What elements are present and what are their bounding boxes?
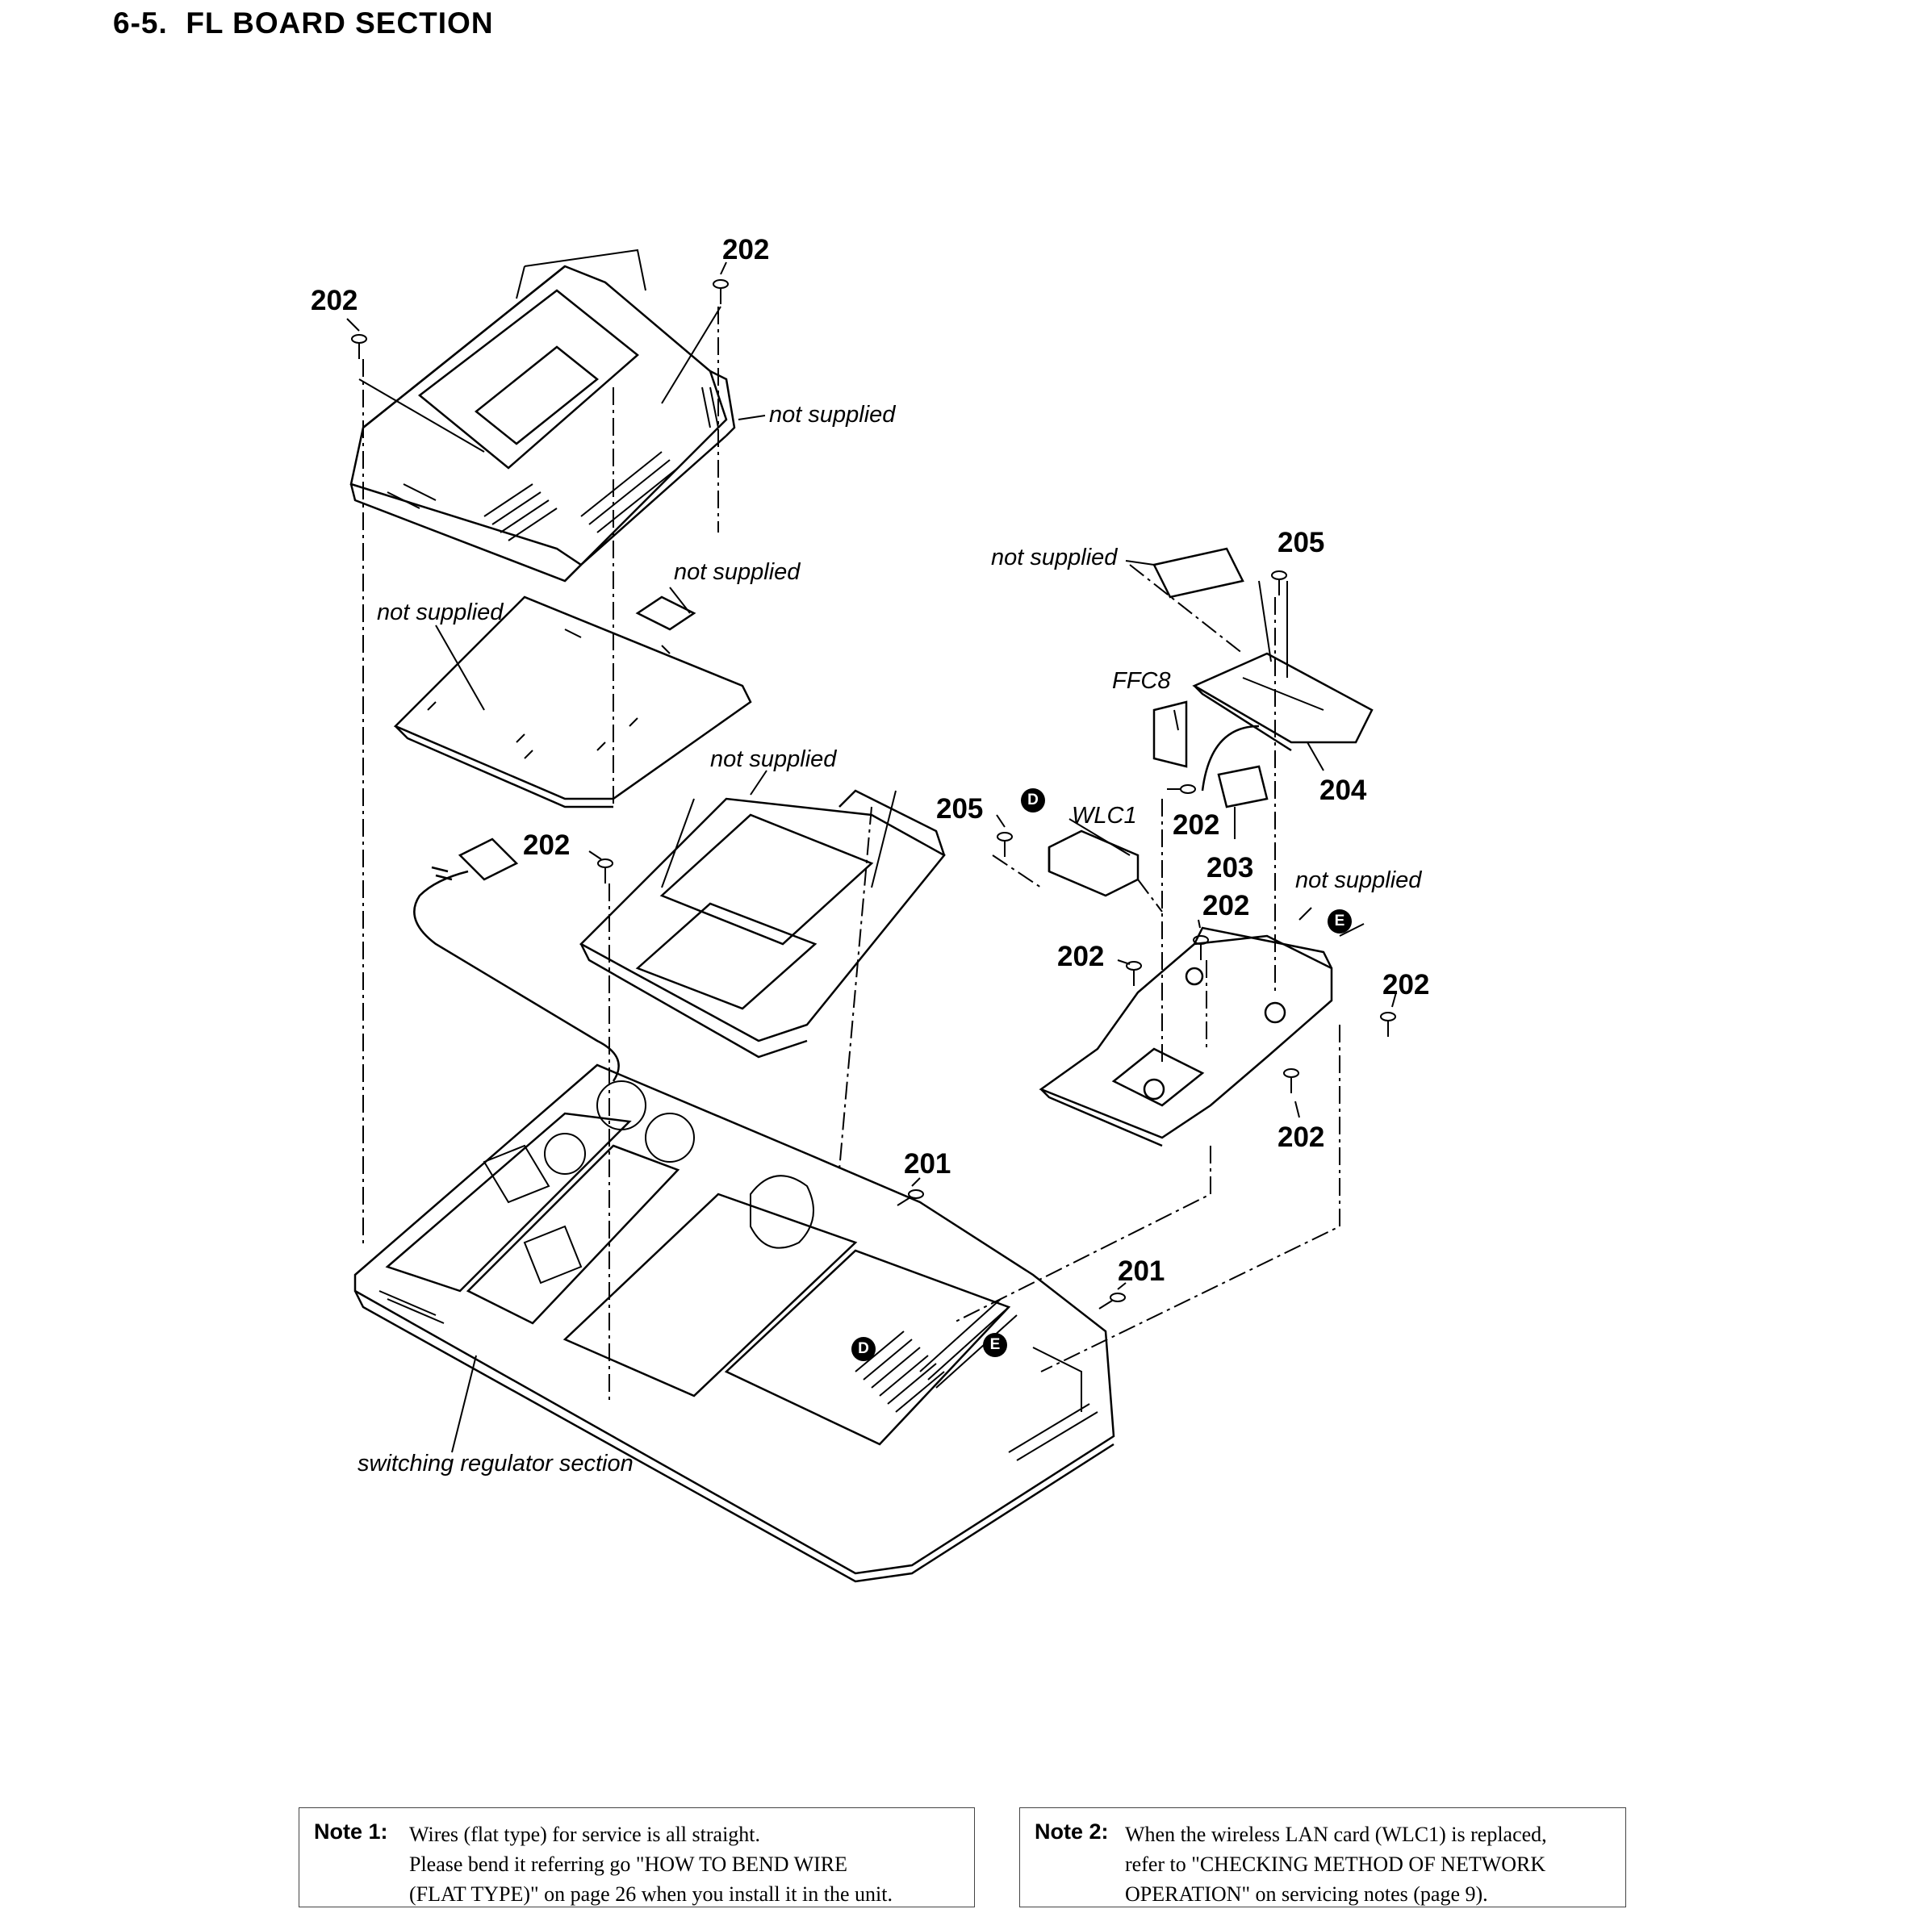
label-202-bracket-left: 202 [1057,941,1105,972]
label-201-bottom: 201 [1118,1255,1165,1287]
note-2-line-3: OPERATION" on servicing notes (page 9). [1125,1882,1488,1906]
middle-frame [579,789,946,1059]
note-2-line-2: refer to "CHECKING METHOD OF NETWORK [1125,1853,1546,1876]
label-203: 203 [1206,852,1254,883]
marker-d-chassis: D [851,1337,876,1361]
label-201-top: 201 [904,1148,951,1180]
callout-not-supplied-cover: not supplied [769,402,896,428]
label-205-right: 205 [1278,527,1325,558]
label-202-bracket-top: 202 [1202,890,1250,921]
shield-plate [393,595,752,808]
callout-switching-regulator: switching regulator section [358,1451,634,1477]
marker-d-top: D [1021,788,1045,812]
note-2-body: When the wireless LAN card (WLC1) is rep… [1125,1819,1547,1909]
callout-not-supplied-plate: not supplied [377,599,504,625]
note-2-line-1: When the wireless LAN card (WLC1) is rep… [1125,1823,1547,1846]
callout-wlc1: WLC1 [1072,803,1137,829]
label-202-bracket-right: 202 [1382,969,1430,1000]
note-1-box: Note 1: Wires (flat type) for service is… [299,1807,975,1907]
leader-lines [362,307,1340,1404]
label-202-top: 202 [722,234,770,265]
marker-e-top: E [1328,909,1352,934]
callout-not-supplied-bracket: not supplied [1295,867,1422,893]
label-205-left: 205 [936,793,984,825]
marker-e-chassis: E [983,1333,1007,1357]
power-cord [413,838,620,1082]
top-cover [349,265,736,583]
label-leaders [346,261,1397,1453]
page-title: 6-5. FL BOARD SECTION [113,6,494,40]
note-1-line-3: (FLAT TYPE)" on page 26 when you install… [409,1882,893,1906]
note-1-line-1: Wires (flat type) for service is all str… [409,1823,761,1846]
main-chassis [353,1063,1115,1583]
section-title: FL BOARD SECTION [186,6,494,40]
section-number: 6-5. [113,6,168,40]
label-202-cord: 202 [523,829,571,861]
ffc8-cable [1152,700,1269,808]
guide-lines [358,249,1288,888]
label-202-top-left: 202 [311,285,358,316]
label-204: 204 [1319,775,1367,806]
callout-not-supplied-fl-label: not supplied [991,545,1118,570]
callout-not-supplied-frame: not supplied [710,746,837,772]
label-202-bracket-bottom: 202 [1278,1122,1325,1153]
label-202-ffc: 202 [1173,809,1220,841]
callout-not-supplied-plate-label: not supplied [674,559,801,585]
callout-ffc8: FFC8 [1112,668,1171,694]
note-1-body: Wires (flat type) for service is all str… [409,1819,893,1909]
note-2-box: Note 2: When the wireless LAN card (WLC1… [1019,1807,1626,1907]
screws [351,279,1396,1310]
note-1-head: Note 1: [314,1819,388,1844]
note-2-head: Note 2: [1035,1819,1109,1844]
note-1-line-2: Please bend it referring go "HOW TO BEND… [409,1853,848,1876]
wlc1-card [1048,829,1140,897]
